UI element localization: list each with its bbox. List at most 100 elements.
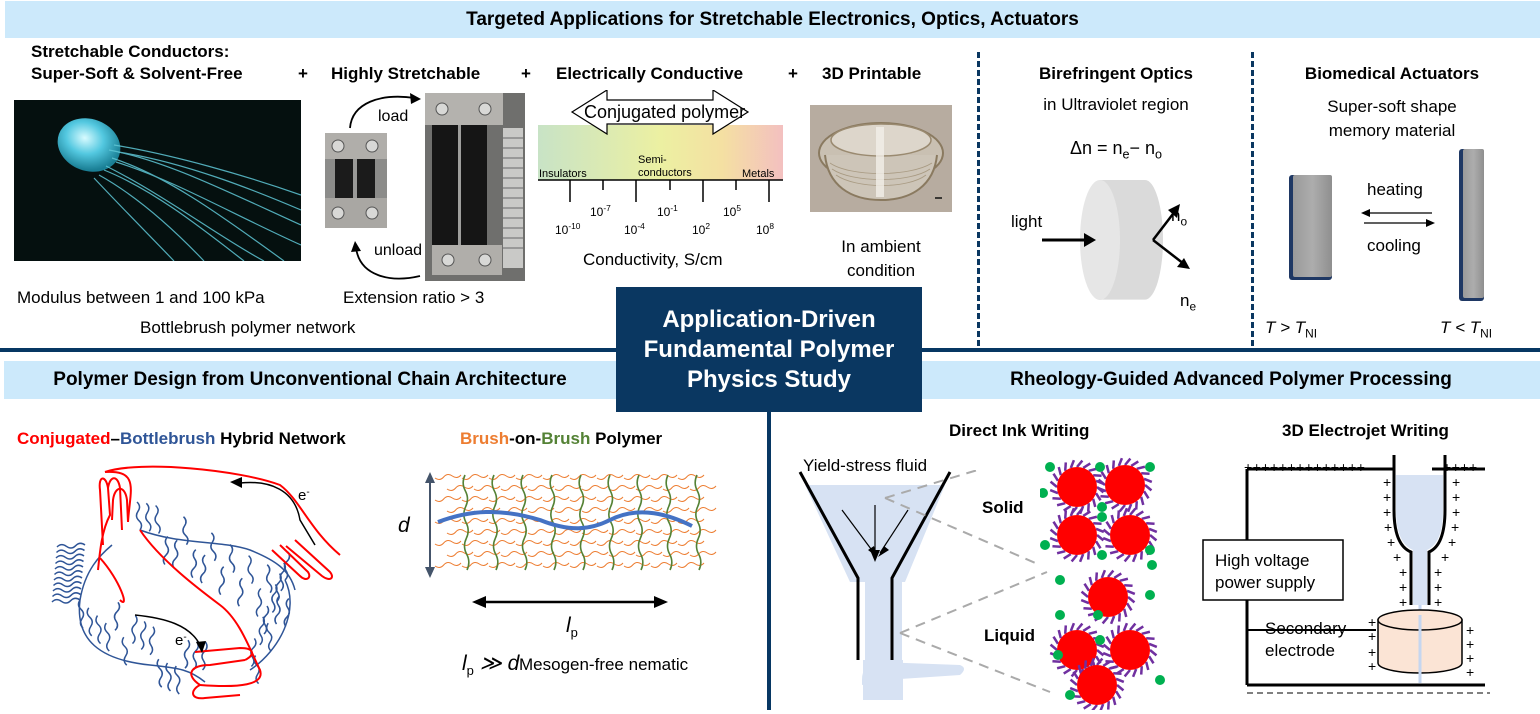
- charge-plus: +: [1434, 594, 1442, 610]
- stretchable-heading-line1: Stretchable Conductors:: [31, 42, 229, 62]
- charge-plus: +: [1434, 564, 1442, 580]
- actuator-diagram: [1265, 145, 1525, 305]
- 3d-printable-heading: 3D Printable: [822, 64, 921, 84]
- plus-row-top-left: ++++++++++++++: [1244, 459, 1365, 475]
- charge-plus: +: [1399, 594, 1407, 610]
- orange-side-chain: [543, 474, 569, 479]
- tick-label-1e-10: 10-10: [555, 221, 580, 237]
- electron-label-mid: e-: [175, 632, 187, 650]
- orange-side-chain: [636, 485, 662, 490]
- electron-label-top: e-: [298, 487, 310, 505]
- charge-plus: +: [1383, 474, 1391, 490]
- orange-side-chain: [516, 540, 542, 545]
- orange-side-chain: [582, 551, 608, 556]
- side-chain: [146, 503, 151, 531]
- region-semi: Semi-: [638, 154, 667, 166]
- charge-plus: +: [1434, 579, 1442, 595]
- orange-side-chain: [678, 540, 704, 545]
- green-side-chain: [463, 475, 469, 570]
- particle: [1070, 658, 1124, 710]
- conductivity-axis-label: Conductivity, S/cm: [583, 250, 723, 270]
- green-dot: [1093, 610, 1103, 620]
- side-chain: [105, 623, 110, 651]
- charge-plus: +: [1448, 534, 1456, 550]
- orange-side-chain: [582, 529, 608, 534]
- orange-side-chain: [651, 496, 677, 501]
- side-chain: [267, 565, 272, 593]
- tick-label-1e-7: 10-7: [590, 203, 611, 219]
- orange-side-chain: [555, 551, 581, 556]
- green-dot: [1097, 512, 1107, 522]
- green-dot: [1147, 560, 1157, 570]
- side-chain: [96, 616, 101, 644]
- side-chain: [201, 555, 206, 583]
- side-chain: [157, 659, 162, 687]
- orange-side-chain: [555, 507, 581, 512]
- particle: [1098, 458, 1152, 512]
- stretch-test-diagram: [320, 88, 530, 288]
- green-dot: [1055, 610, 1065, 620]
- side-chain: [132, 616, 137, 644]
- charge-plus: +: [1383, 489, 1391, 505]
- side-chain: [54, 582, 82, 587]
- orange-side-chain: [462, 496, 488, 501]
- orange-side-chain: [690, 485, 716, 490]
- charge-plus: +: [1466, 664, 1474, 680]
- orange-side-chain: [555, 485, 581, 490]
- n-o-label: no: [1171, 206, 1187, 228]
- region-conductors: conductors: [638, 167, 692, 179]
- orange-side-chain: [435, 562, 461, 567]
- optics-subtitle: in Ultraviolet region: [985, 95, 1247, 115]
- secondary-electrode-label: Secondary electrode: [1265, 618, 1346, 662]
- tick-label-1e5: 105: [723, 203, 741, 219]
- side-chain: [53, 587, 81, 592]
- hybrid-network-title: Conjugated–Bottlebrush Hybrid Network: [17, 429, 346, 449]
- stretchable-heading-line2: Super-Soft & Solvent-Free: [31, 64, 243, 84]
- brush-on-brush-title: Brush-on-Brush Polymer: [460, 429, 662, 449]
- side-chain: [56, 554, 84, 559]
- orange-side-chain: [690, 529, 716, 534]
- electrojet-title: 3D Electrojet Writing: [1282, 421, 1449, 441]
- top-banner-title: Targeted Applications for Stretchable El…: [466, 9, 1079, 31]
- lp-relation: lp ≫ d: [462, 651, 519, 678]
- brush-on-brush-diagram: [410, 470, 730, 610]
- orange-side-chain: [516, 562, 542, 567]
- rheology-banner: Rheology-Guided Advanced Polymer Process…: [922, 361, 1540, 399]
- top-banner: Targeted Applications for Stretchable El…: [5, 1, 1540, 38]
- side-chain: [184, 640, 189, 668]
- green-dot: [1145, 545, 1155, 555]
- side-chain: [267, 623, 272, 651]
- orange-side-chain: [543, 496, 569, 501]
- orange-side-chain: [582, 507, 608, 512]
- orange-side-chain: [516, 474, 542, 479]
- charge-plus: +: [1368, 628, 1376, 644]
- diw-particles: [1040, 455, 1180, 710]
- hybrid-network-diagram: e- e-: [40, 460, 360, 700]
- network-caption: Bottlebrush polymer network: [140, 318, 355, 338]
- green-dot: [1145, 590, 1155, 600]
- orange-side-chain: [651, 540, 677, 545]
- side-chain: [256, 588, 261, 616]
- orange-side-chain: [528, 551, 554, 556]
- charge-plus: +: [1452, 489, 1460, 505]
- nematic-label: Mesogen-free nematic: [519, 655, 688, 675]
- orange-side-chain: [489, 496, 515, 501]
- plus-sign: +: [521, 64, 531, 84]
- charge-plus: +: [1452, 474, 1460, 490]
- diw-title: Direct Ink Writing: [949, 421, 1089, 441]
- side-chain: [136, 502, 141, 530]
- high-voltage-label: High voltage power supply: [1215, 550, 1315, 594]
- region-insulators: Insulators: [539, 168, 587, 180]
- jellyfish-caption: Modulus between 1 and 100 kPa: [17, 288, 265, 308]
- orange-side-chain: [543, 540, 569, 545]
- orange-side-chain: [474, 485, 500, 490]
- birefringent-crystal-diagram: [1000, 180, 1200, 300]
- orange-side-chain: [447, 485, 473, 490]
- orange-side-chain: [435, 496, 461, 501]
- orange-side-chain: [624, 518, 650, 523]
- orange-side-chain: [528, 529, 554, 534]
- green-dot: [1097, 502, 1107, 512]
- highly-stretchable-heading: Highly Stretchable: [331, 64, 480, 84]
- side-chain: [57, 549, 85, 554]
- side-chain: [141, 621, 146, 649]
